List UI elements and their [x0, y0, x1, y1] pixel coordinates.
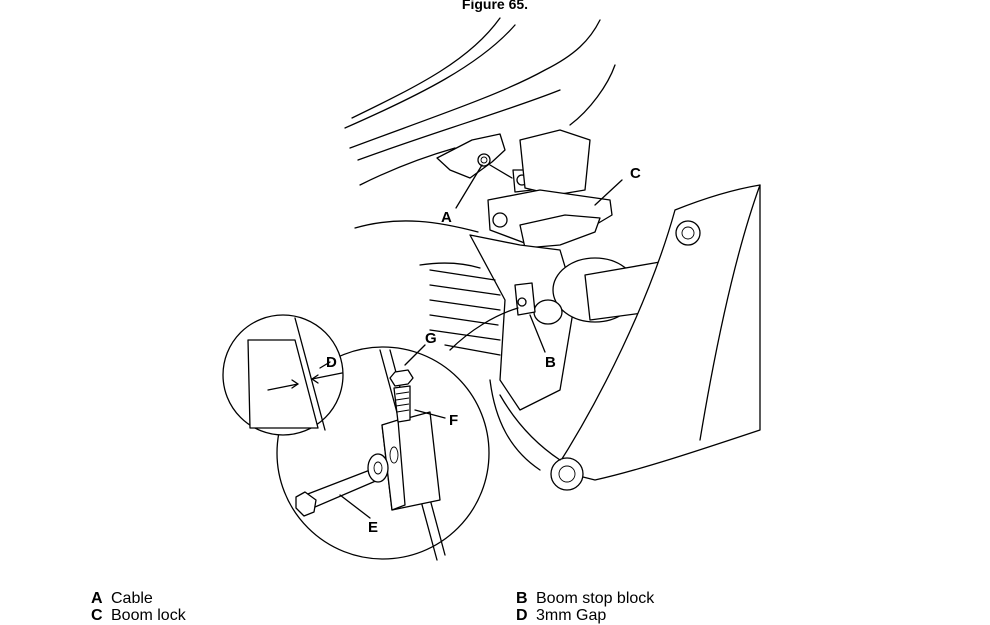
legend-key: B	[516, 590, 528, 607]
lower-body	[489, 379, 561, 471]
detail-circle-gap	[222, 314, 344, 436]
legend-item-d: D 3mm Gap	[516, 607, 606, 625]
legend-item-a: A Cable	[91, 590, 153, 608]
legend-key: A	[91, 590, 103, 607]
callout-A: A	[441, 209, 452, 226]
legend-text: Cable	[111, 590, 153, 607]
callout-G: G	[425, 330, 437, 347]
callout-D: D	[326, 354, 337, 371]
grille	[429, 269, 501, 356]
legend-key: C	[91, 607, 103, 624]
callout-leaders	[455, 164, 623, 353]
callout-E: E	[368, 519, 378, 536]
boom-lock	[487, 129, 613, 249]
legend-item-c: C Boom lock	[91, 607, 186, 625]
boom-stop-diagram: A C B G D F E	[222, 17, 761, 561]
boom-arm	[550, 184, 761, 491]
figure-title: Figure 65.	[461, 0, 529, 12]
callout-B: B	[545, 354, 556, 371]
legend-text: 3mm Gap	[536, 607, 607, 624]
callout-F: F	[449, 412, 458, 429]
legend-item-b: B Boom stop block	[516, 590, 654, 608]
legend-key: D	[516, 607, 528, 624]
cable-bracket	[436, 133, 533, 193]
legend-text: Boom stop block	[536, 590, 655, 607]
callout-C: C	[630, 165, 641, 182]
legend-text: Boom lock	[111, 607, 186, 624]
machine-body-outline	[344, 17, 616, 269]
